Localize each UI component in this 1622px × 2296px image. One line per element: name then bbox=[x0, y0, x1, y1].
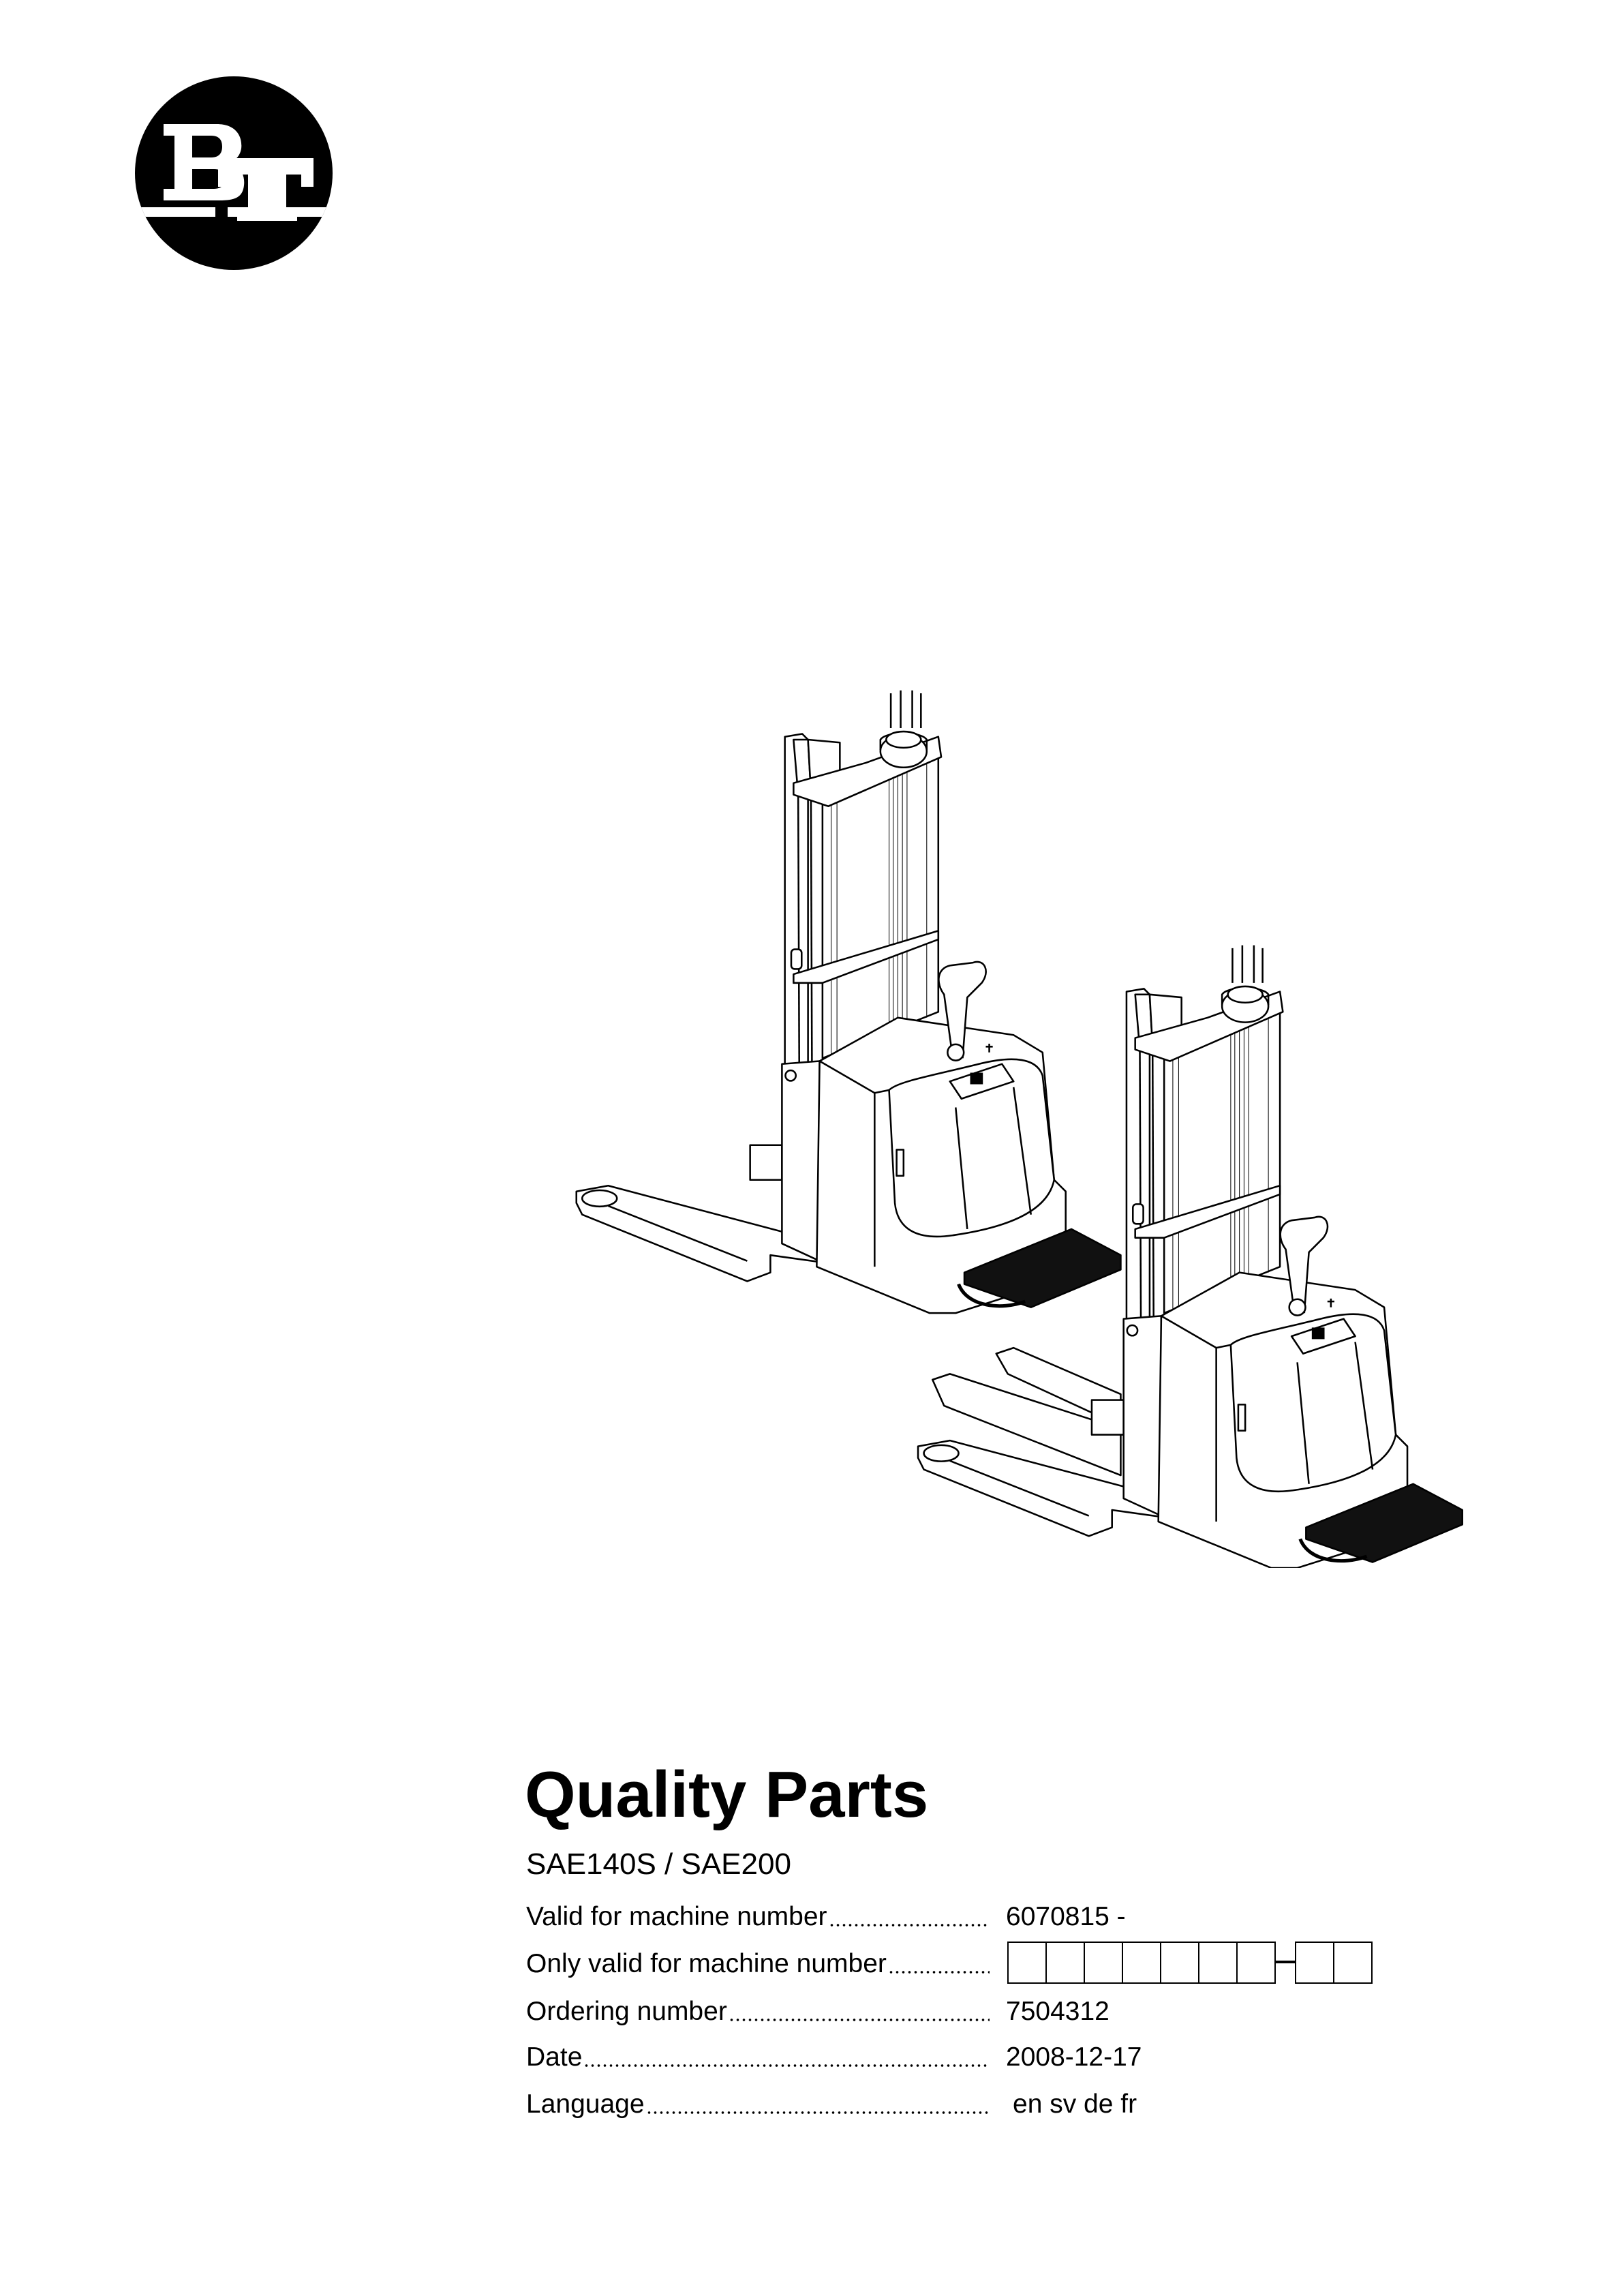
field-label: Valid for machine number bbox=[526, 1902, 827, 1931]
field-valid-machine-number: Valid for machine number 6070815 - bbox=[526, 1903, 1480, 1930]
machine-number-boxes bbox=[1007, 1942, 1373, 1984]
digit-box bbox=[1122, 1942, 1161, 1984]
field-label: Ordering number bbox=[526, 1997, 727, 2026]
field-label: Only valid for machine number bbox=[526, 1949, 887, 1978]
dot-leader bbox=[645, 2109, 990, 2115]
field-value: 6070815 - bbox=[1006, 1902, 1126, 1931]
dot-leader bbox=[583, 2062, 990, 2068]
bt-logo bbox=[135, 76, 333, 270]
field-language: Language en sv de fr bbox=[526, 2090, 1480, 2117]
field-only-valid-machine-number: Only valid for machine number bbox=[526, 1950, 1480, 1977]
dot-leader bbox=[828, 1922, 990, 1927]
dot-leader bbox=[887, 1969, 990, 1974]
field-value: 7504312 bbox=[1006, 1997, 1110, 2026]
digit-box bbox=[1236, 1942, 1276, 1984]
digit-box bbox=[1160, 1942, 1199, 1984]
stacker-truck-sae140s bbox=[577, 691, 1121, 1313]
box-dash bbox=[1275, 1961, 1296, 1963]
field-date: Date 2008-12-17 bbox=[526, 2043, 1480, 2070]
digit-box bbox=[1333, 1942, 1373, 1984]
digit-box bbox=[1295, 1942, 1334, 1984]
field-ordering-number: Ordering number 7504312 bbox=[526, 1997, 1480, 2025]
digit-box bbox=[1084, 1942, 1123, 1984]
stacker-truck-sae200 bbox=[918, 946, 1463, 1568]
field-value: 2008-12-17 bbox=[1006, 2042, 1142, 2072]
field-label: Date bbox=[526, 2042, 583, 2072]
field-value: en sv de fr bbox=[1013, 2089, 1137, 2119]
digit-box bbox=[1007, 1942, 1047, 1984]
stacker-trucks-illustration bbox=[572, 682, 1472, 1568]
digit-box bbox=[1198, 1942, 1238, 1984]
model-subtitle: SAE140S / SAE200 bbox=[526, 1847, 791, 1881]
dot-leader bbox=[728, 2016, 990, 2022]
document-title: Quality Parts bbox=[525, 1758, 929, 1831]
field-label: Language bbox=[526, 2089, 645, 2119]
digit-box bbox=[1045, 1942, 1085, 1984]
